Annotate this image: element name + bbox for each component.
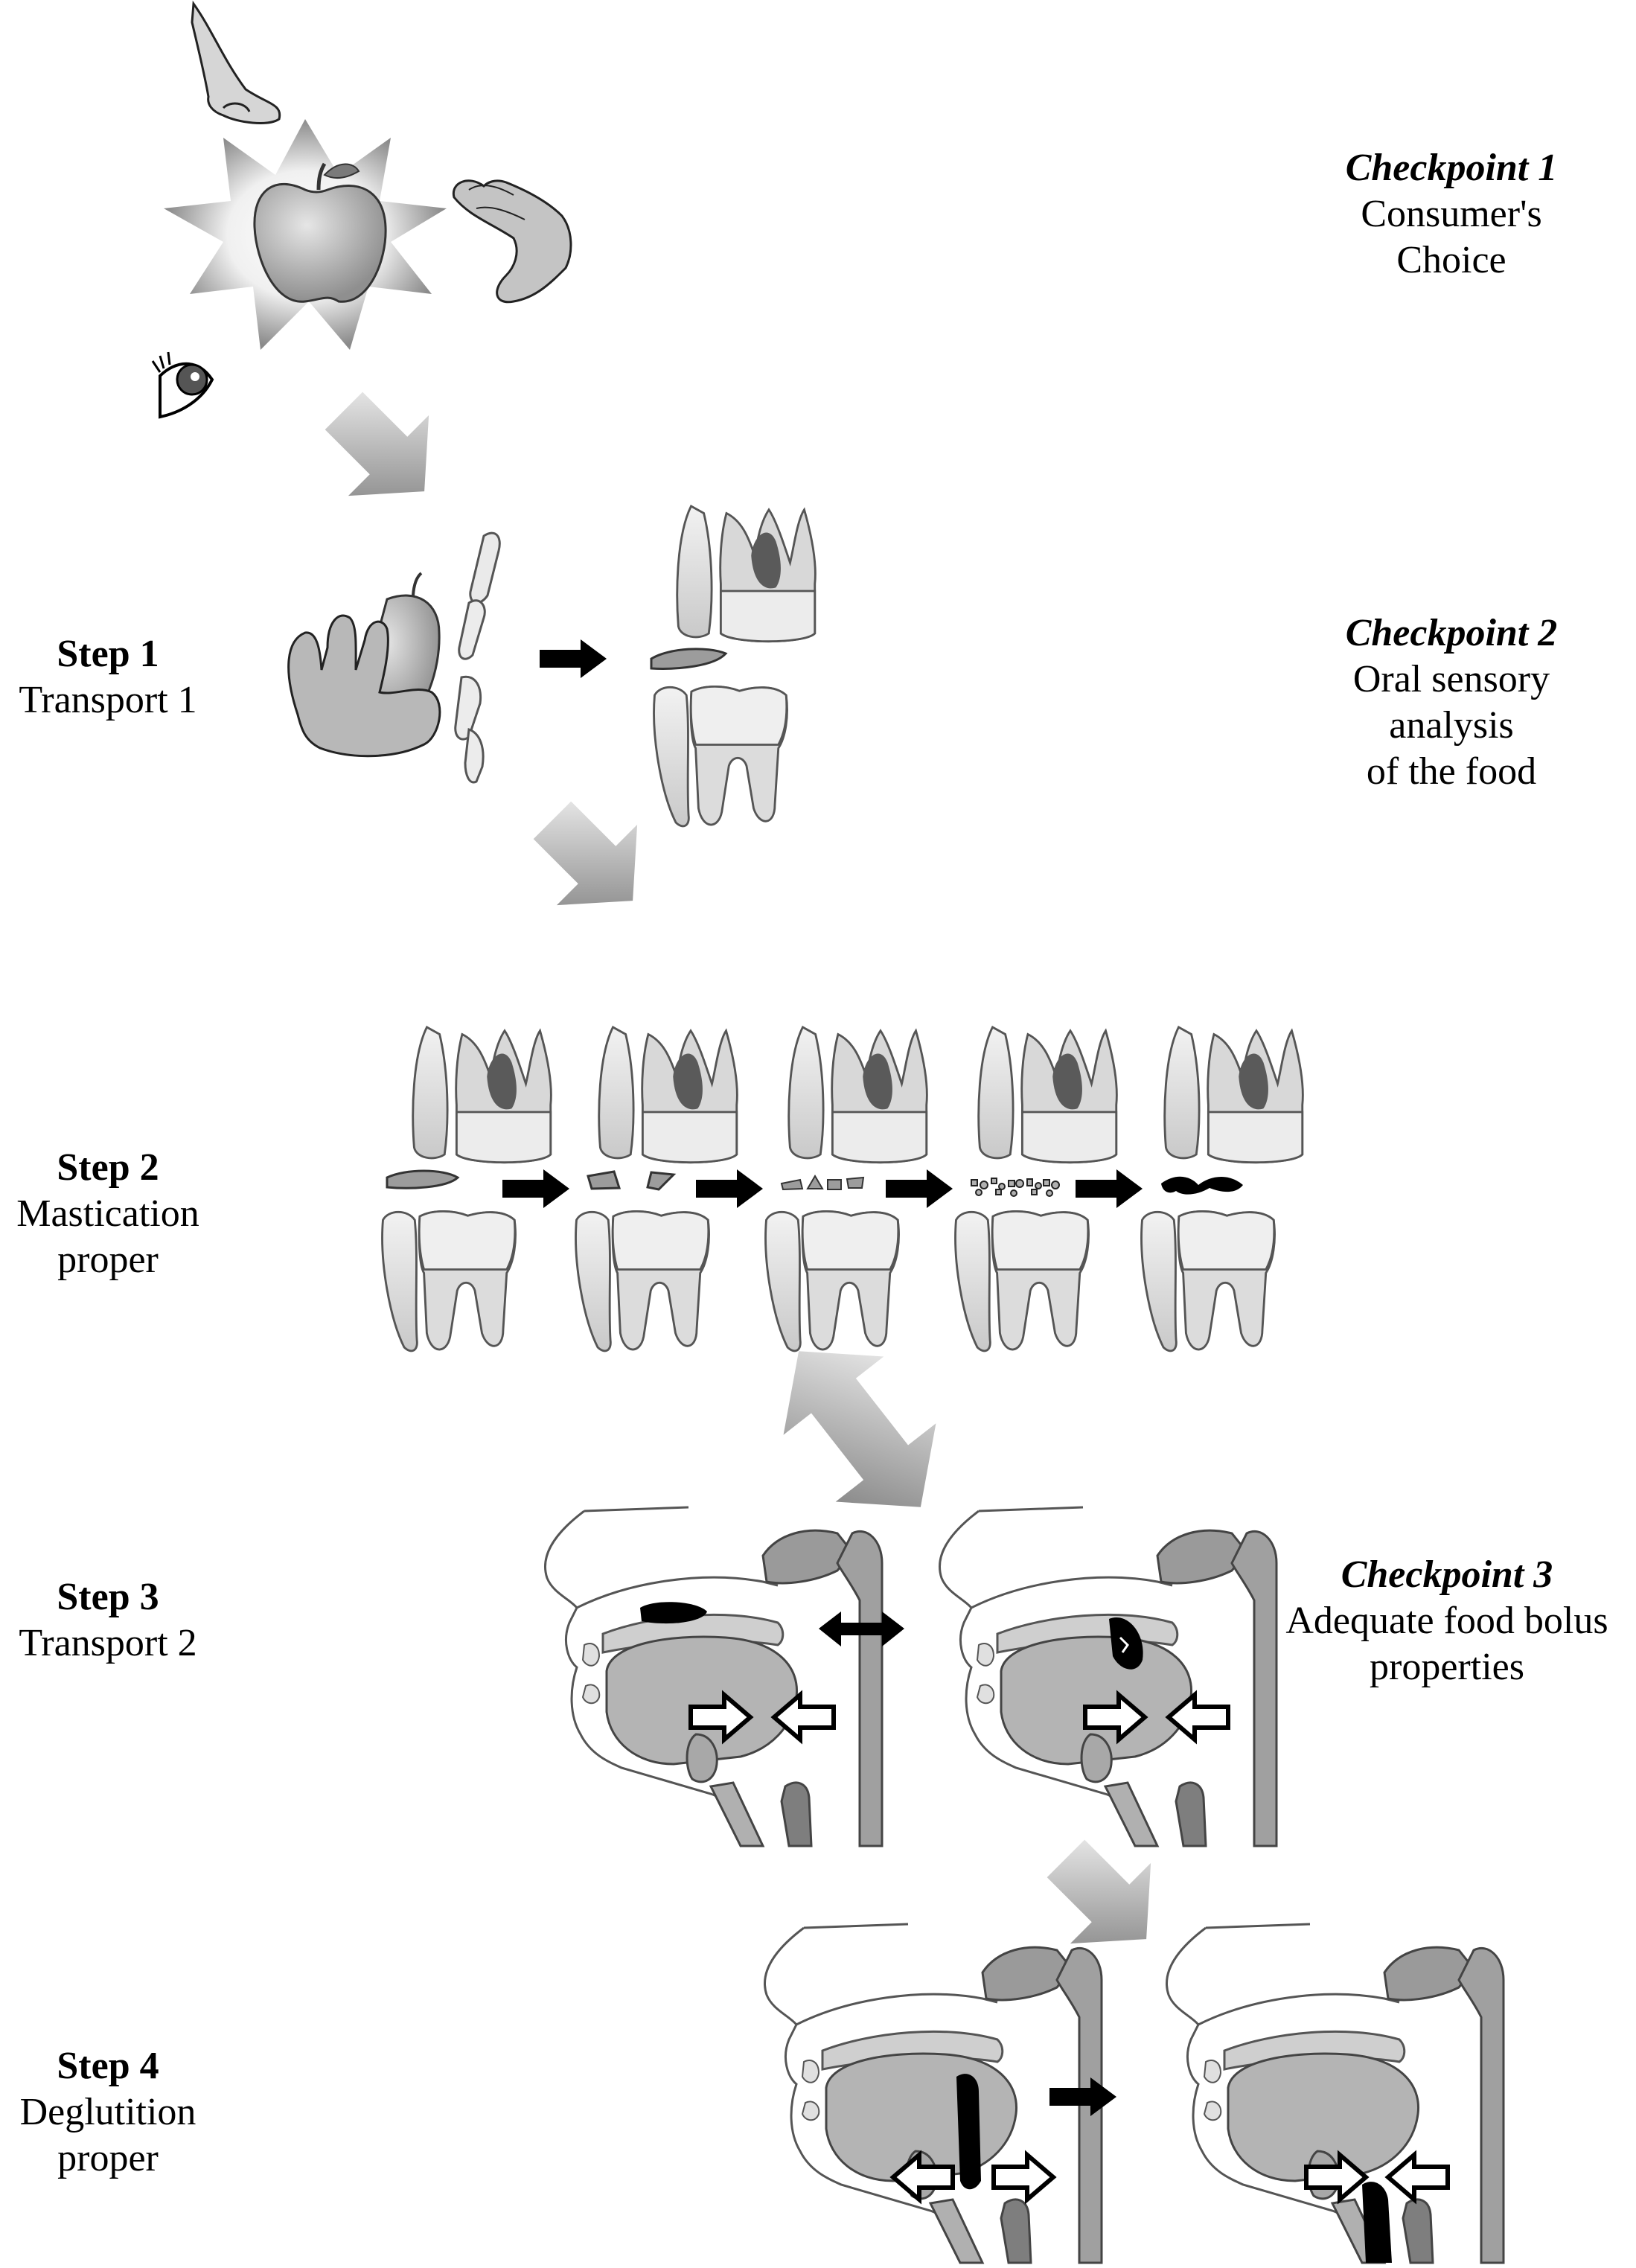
checkpoint-3-label: Checkpoint 3 Adequate food bolus propert… [1258, 1552, 1636, 1690]
checkpoint-line: properties [1370, 1646, 1524, 1688]
step-2-label: Step 2 Mastication proper [0, 1145, 216, 1283]
tooth-icon [381, 1026, 552, 1352]
step-line: Deglutition [19, 2091, 196, 2133]
checkpoint-line: of the food [1366, 750, 1537, 793]
arrow-icon [1076, 1169, 1143, 1208]
checkpoint-line: Oral sensory [1352, 658, 1550, 700]
tooth-icon [1140, 1026, 1304, 1352]
food-bolus [1161, 1176, 1243, 1195]
flow-arrow-1 [303, 370, 465, 532]
arrow-icon [819, 1611, 904, 1646]
eye-icon [151, 351, 214, 419]
step-line: Transport 2 [19, 1622, 197, 1664]
head-cross-section-icon [1165, 1923, 1505, 2264]
tooth-icon [954, 1026, 1118, 1352]
tooth-icon [764, 1026, 928, 1352]
transport-2-illustration [543, 1506, 1278, 1847]
checkpoint-title: Checkpoint 2 [1345, 612, 1558, 654]
checkpoint-1-label: Checkpoint 1 Consumer's Choice [1265, 145, 1636, 284]
nose-icon [191, 0, 281, 124]
food-bolus [1362, 2182, 1392, 2263]
checkpoint-line: Choice [1396, 239, 1506, 281]
arrow-icon [696, 1169, 763, 1208]
step-3-label: Step 3 Transport 2 [0, 1574, 216, 1667]
arrow-icon [540, 639, 607, 678]
arrow-icon [502, 1169, 569, 1208]
tooth-icon [650, 505, 817, 828]
step-title: Step 1 [57, 633, 159, 675]
deglutition-illustration [763, 1923, 1505, 2264]
transport-1-illustration [287, 531, 501, 784]
food-piece [650, 648, 728, 670]
food-bolus [640, 1602, 707, 1624]
apple-icon [253, 162, 387, 303]
checkpoint-title: Checkpoint 1 [1345, 147, 1558, 189]
hand-icon [287, 614, 441, 758]
checkpoint-2-label: Checkpoint 2 Oral sensory analysis of th… [1265, 610, 1636, 795]
step-line: proper [57, 2137, 159, 2179]
flow-arrow-2 [511, 779, 674, 942]
step-line: Mastication [16, 1192, 199, 1235]
tooth-icon [575, 1026, 738, 1352]
step-title: Step 2 [57, 1146, 159, 1189]
head-cross-section-icon [543, 1506, 883, 1847]
step-line: proper [57, 1239, 159, 1281]
mastication-illustration [381, 1026, 1304, 1352]
head-cross-section-icon [938, 1506, 1278, 1847]
step-1-label: Step 1 Transport 1 [0, 631, 216, 723]
step-4-label: Step 4 Deglutition proper [0, 2043, 216, 2182]
checkpoint-title: Checkpoint 3 [1341, 1553, 1553, 1596]
flow-arrow-3-bidirectional [748, 1312, 971, 1547]
checkpoint-line: analysis [1389, 704, 1514, 747]
step-title: Step 3 [57, 1576, 159, 1618]
arrow-icon [886, 1169, 953, 1208]
food-bolus [956, 2074, 981, 2190]
checkpoint-line: Adequate food bolus [1285, 1600, 1608, 1642]
checkpoint-line: Consumer's [1361, 193, 1542, 235]
consumer-choice-illustration [151, 0, 572, 419]
head-cross-section-icon [763, 1923, 1103, 2264]
step-line: Transport 1 [19, 679, 197, 721]
hand-icon [452, 179, 572, 304]
step-title: Step 4 [57, 2045, 159, 2087]
